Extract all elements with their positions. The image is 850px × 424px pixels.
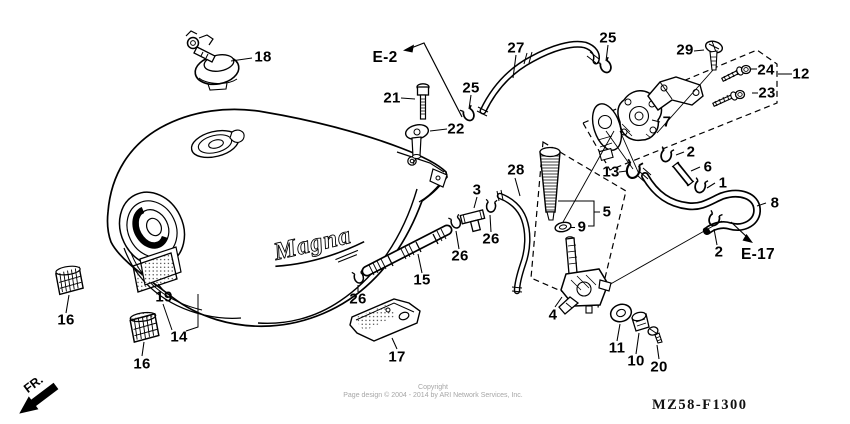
section-ref-E-2: E-2	[372, 49, 398, 66]
part-callout-27: 27	[507, 39, 525, 57]
part-callout-21: 21	[383, 89, 401, 107]
watermark-line1: Copyright	[418, 384, 448, 391]
part-callout-3: 3	[472, 181, 482, 199]
bolt-23	[712, 89, 746, 108]
part-callout-7: 7	[662, 113, 672, 131]
watermark-line2: Page design © 2004 - 2014 by ARI Network…	[343, 392, 523, 399]
part-callout-8: 8	[770, 194, 780, 212]
filler-neck	[190, 129, 245, 159]
cushion-pad-19	[132, 246, 199, 332]
bolt-24	[720, 64, 752, 83]
bracket-part-17	[349, 298, 421, 342]
part-callout-25: 25	[462, 79, 480, 97]
tank-front-tunnel	[118, 191, 186, 267]
part-callout-20: 20	[650, 358, 668, 376]
part-callout-26: 26	[482, 230, 500, 248]
washer-part-9	[554, 221, 572, 233]
part-callout-2: 2	[686, 143, 696, 161]
part-callout-22: 22	[447, 120, 465, 138]
fuel-valve-assembly-box	[582, 40, 778, 171]
tank-rear-mount	[396, 151, 448, 188]
part-callout-4: 4	[548, 306, 558, 324]
part-callout-2: 2	[714, 243, 724, 261]
part-callout-6: 6	[703, 158, 713, 176]
part-callout-25: 25	[599, 29, 617, 47]
fuel-tank-drawing: Magna	[106, 108, 448, 328]
part-callout-18: 18	[254, 48, 272, 66]
fuel-petcock-part-4	[558, 236, 612, 315]
part-callout-5: 5	[602, 203, 612, 221]
diagram-code: MZ58-F1300	[652, 397, 748, 413]
drain-parts-group	[609, 303, 663, 344]
part-callout-28: 28	[507, 161, 525, 179]
fuel-hose-group	[605, 130, 761, 287]
rubber-grommet-16	[129, 311, 160, 344]
part-callout-26: 26	[349, 290, 367, 308]
part-callout-29: 29	[676, 41, 694, 59]
part-callout-9: 9	[577, 218, 587, 236]
washer-part-11	[609, 303, 633, 323]
part-callout-16: 16	[133, 355, 151, 373]
fuel-strainer-part-5	[539, 146, 561, 221]
part-callout-13: 13	[602, 163, 620, 181]
part-callout-11: 11	[608, 339, 626, 357]
t-joint-part-3	[459, 209, 486, 233]
part-callout-17: 17	[388, 348, 406, 366]
sensor-part-29	[656, 40, 724, 134]
hose-clip-1	[691, 176, 709, 195]
part-callout-12: 12	[792, 65, 810, 83]
rubber-grommet-16	[55, 265, 84, 296]
screw-part-20	[647, 326, 663, 344]
part-callout-10: 10	[627, 352, 645, 370]
part-callout-1: 1	[718, 174, 728, 192]
petcock-assembly-box	[530, 130, 627, 315]
part-callout-23: 23	[758, 84, 776, 102]
fuel-tube-group	[351, 189, 531, 295]
part-callout-26: 26	[451, 247, 469, 265]
cup-part-10	[631, 311, 650, 332]
part-callout-14: 14	[170, 328, 188, 346]
hose-clip-26	[484, 198, 498, 214]
e17-routing-arrow	[730, 221, 753, 243]
e2-routing-arrow	[403, 42, 463, 118]
part-callout-15: 15	[413, 271, 431, 289]
hose-clip-2	[657, 145, 675, 164]
tank-key	[185, 30, 216, 63]
fuel-cap-part	[185, 30, 240, 91]
breather-hose	[459, 40, 615, 124]
part-callout-16: 16	[57, 311, 75, 329]
leader-lines	[65, 44, 792, 360]
section-ref-E-17: E-17	[741, 246, 775, 263]
mount-bolt-washer	[404, 83, 430, 165]
part-callout-19: 19	[155, 288, 173, 306]
part-callout-24: 24	[757, 61, 775, 79]
